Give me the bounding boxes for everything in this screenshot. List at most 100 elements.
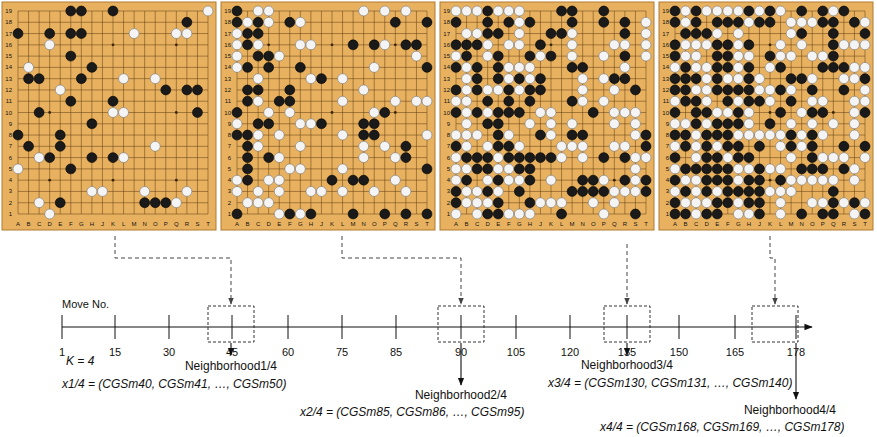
board-coordinate: N [580,221,584,227]
board-coordinate: E [58,221,62,227]
board-coordinate: 18 [224,19,231,25]
board-coordinate: T [644,221,648,227]
board-coordinate: C [256,221,260,227]
board-coordinate: O [810,221,815,227]
board-coordinate: 16 [443,42,450,48]
board-coordinate: C [694,221,698,227]
board-coordinate: S [414,221,418,227]
board-coordinate: R [404,221,408,227]
board-coordinate: 5 [666,166,669,172]
board-coordinate: 14 [443,64,450,70]
timeline-axis [62,326,812,327]
board-coordinate: Q [612,221,617,227]
board-coordinate: L [341,221,344,227]
board-coordinate: A [673,221,677,227]
board-coordinate: 10 [662,110,669,116]
board-coordinate: 11 [6,98,12,104]
board-coordinate: G [298,221,303,227]
board-coordinate: 9 [228,121,231,127]
board-coordinate: P [602,221,606,227]
board-coordinate: 7 [228,143,231,149]
tick-label: 178 [787,347,805,358]
board-coordinate: 5 [9,166,12,172]
board-coordinate: 19 [224,8,231,14]
board-coordinate: 14 [662,64,669,70]
board-coordinate: 16 [224,42,231,48]
board-leaders [115,236,775,304]
board-coordinate: O [153,221,158,227]
board-coordinate: K [768,221,772,227]
go-board [221,2,435,230]
board-coordinate: M [351,221,356,227]
tick-label: 30 [163,347,175,358]
tick-label: 150 [670,347,688,358]
board-coordinate: J [539,221,542,227]
board-coordinate: 5 [228,166,231,172]
board-coordinate: 4 [447,177,450,183]
board-coordinate: 9 [666,121,669,127]
board-coordinate: D [704,221,708,227]
board-coordinate: G [79,221,84,227]
board-coordinate: A [235,221,239,227]
tick-label: 1 [59,347,65,358]
board-coordinate: K [330,221,334,227]
board-coordinate: S [633,221,637,227]
board-coordinate: 17 [443,31,450,37]
board-coordinate: 3 [666,188,669,194]
axis-title: Move No. [62,299,109,310]
tick-label: 75 [336,347,348,358]
board-coordinate: C [37,221,41,227]
board-coordinate: E [715,221,719,227]
board-coordinate: E [277,221,281,227]
board-coordinate: P [821,221,825,227]
board-coordinate: H [747,221,751,227]
board-coordinate: H [528,221,532,227]
tick-label: 105 [507,347,525,358]
board-coordinate: 2 [447,200,450,206]
board-coordinate: 12 [224,87,231,93]
board-coordinate: 4 [9,177,12,183]
board-coordinate: 19 [662,8,669,14]
board-coordinate: F [69,221,73,227]
formula-label: x2/4 = (CGSm85, CGSm86, …, CGSm95) [300,406,524,418]
board-coordinate: P [383,221,387,227]
board-coordinate: 15 [5,53,12,59]
board-coordinate: A [454,221,458,227]
tick-label: 15 [109,347,121,358]
board-coordinate: H [90,221,94,227]
board-coordinate: F [288,221,292,227]
board-coordinate: 3 [447,188,450,194]
board-coordinate: 19 [443,8,450,14]
go-board [659,2,873,230]
formula-label: x4/4 = (CGSm168, CGSm169, …, CGSm178) [600,421,844,433]
board-coordinate: 16 [5,42,12,48]
board-coordinate: L [779,221,782,227]
board-coordinate: N [799,221,803,227]
board-coordinate: 18 [662,19,669,25]
board-coordinate: 7 [666,143,669,149]
board-coordinate: B [246,221,250,227]
board-coordinate: 15 [662,53,669,59]
board-coordinate: 14 [224,64,231,70]
board-coordinate: 11 [444,98,450,104]
board-coordinate: B [684,221,688,227]
board-coordinate: T [863,221,867,227]
board-coordinate: T [206,221,210,227]
board-coordinate: R [623,221,627,227]
board-coordinate: F [507,221,511,227]
board-coordinate: G [517,221,522,227]
tick-label: 60 [282,347,294,358]
board-coordinate: 6 [9,155,12,161]
board-coordinate: 9 [447,121,450,127]
board-coordinate: 13 [224,76,231,82]
board-coordinate: 5 [447,166,450,172]
neighborhood-label: Neighborhood4/4 [744,404,836,416]
board-coordinate: 10 [224,110,231,116]
board-coordinate: F [726,221,730,227]
neighborhood-label: Neighborhood3/4 [581,359,673,371]
board-coordinate: 13 [662,76,669,82]
board-coordinate: J [758,221,761,227]
board-coordinate: 12 [662,87,669,93]
board-coordinate: 19 [5,8,12,14]
